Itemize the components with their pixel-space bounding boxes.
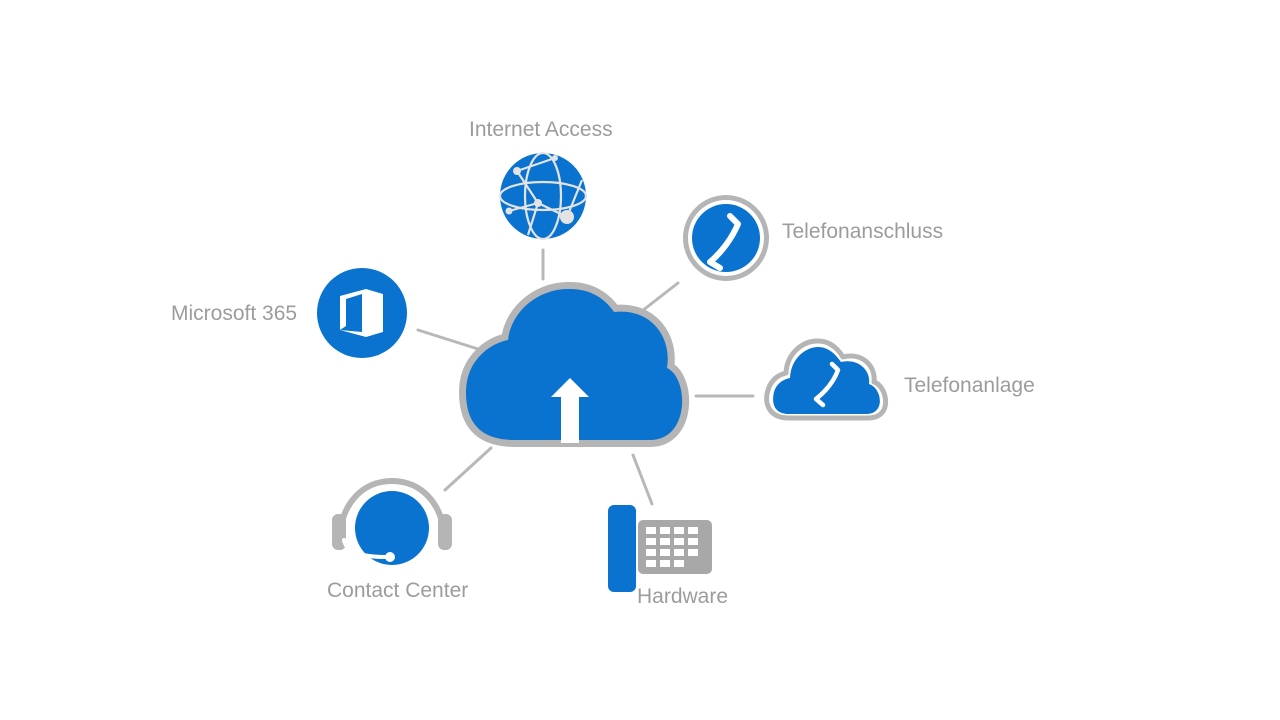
office-logo-icon [317, 268, 407, 358]
connectors [416, 248, 755, 506]
connector-phone [640, 281, 680, 313]
node-label-internet-access: Internet Access [469, 118, 613, 141]
desk-phone-icon [608, 505, 712, 592]
connector-hardware [631, 453, 654, 506]
node-label-contact-center: Contact Center [327, 579, 469, 602]
node-label-telefonanschluss: Telefonanschluss [782, 220, 944, 243]
globe-icon [498, 151, 588, 241]
phone-handset-icon [683, 195, 769, 281]
center-cloud-icon [459, 282, 690, 447]
node-label-microsoft-365: Microsoft 365 [171, 302, 298, 325]
connector-contact [443, 446, 493, 492]
node-label-hardware: Hardware [637, 585, 729, 608]
node-label-telefonanlage: Telefonanlage [904, 374, 1035, 397]
cloud-phone-icon [764, 338, 888, 421]
headset-icon [332, 477, 452, 565]
connector-m365 [416, 328, 480, 351]
